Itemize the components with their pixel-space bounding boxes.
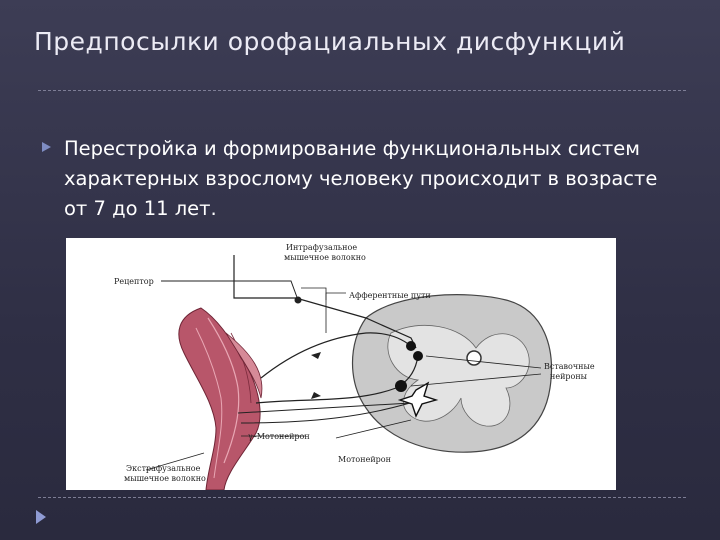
label-receptor: Рецептор — [114, 277, 154, 286]
interneuron-3 — [395, 380, 407, 392]
reflex-arc-diagram: Интрафузальное мышечное волокно Рецептор… — [66, 238, 616, 490]
label-interneurons-1: Вставочные — [544, 362, 595, 371]
label-afferent: Афферентные пути — [349, 291, 431, 300]
bullet-arrow-icon — [42, 142, 51, 152]
interneuron-1 — [406, 341, 416, 351]
muscle-fiber — [179, 308, 260, 490]
label-intrafusal-2: мышечное волокно — [284, 253, 366, 262]
nav-arrow-icon[interactable] — [36, 510, 46, 524]
label-extrafusal-1: Экстрафузальное — [126, 464, 201, 473]
label-interneurons-2: нейроны — [550, 372, 588, 381]
bullet-text: Перестройка и формирование функциональны… — [64, 134, 682, 224]
label-intrafusal-1: Интрафузальное — [286, 243, 357, 252]
central-canal — [467, 351, 481, 365]
interneuron-2 — [413, 351, 423, 361]
label-extrafusal-2: мышечное волокно — [124, 474, 206, 483]
title-divider — [38, 90, 686, 91]
label-gamma-motoneuron: γ–Мотонейрон — [248, 432, 310, 441]
slide-title: Предпосылки орофациальных дисфункций — [34, 26, 674, 57]
afferent-neuron — [295, 297, 302, 304]
bullet-item: Перестройка и формирование функциональны… — [42, 134, 682, 224]
label-motoneuron: Мотонейрон — [338, 455, 391, 464]
footer-divider — [38, 497, 686, 498]
